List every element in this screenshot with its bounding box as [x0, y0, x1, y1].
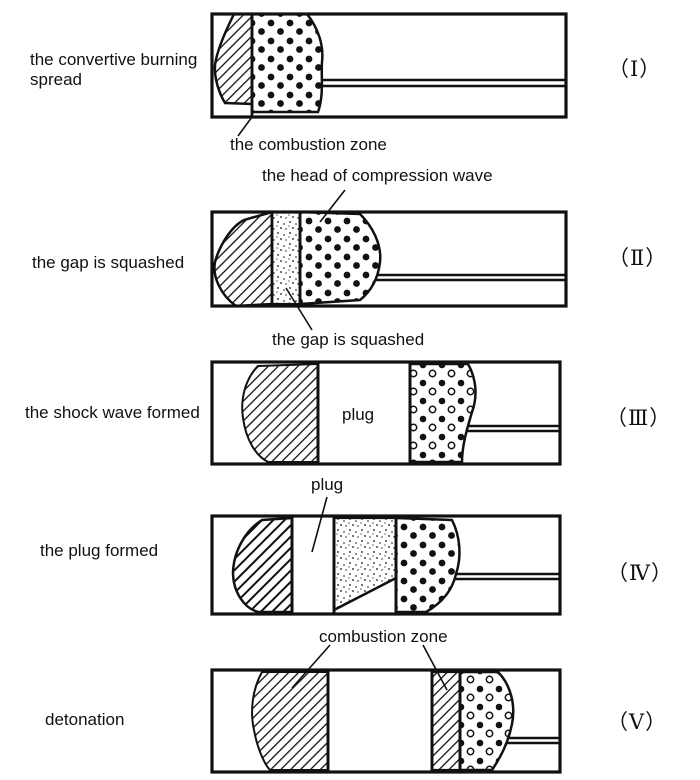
stage-2-powder-front — [298, 210, 382, 306]
plug-label-stage-3: plug — [342, 405, 375, 424]
stage-1-tube — [210, 12, 568, 137]
stage-2-tube — [210, 189, 568, 331]
stage-2-numeral: （Ⅱ） — [608, 246, 668, 270]
stage-2-compression-gap — [270, 210, 302, 306]
combustion-zone-annotation: the combustion zone — [230, 135, 387, 154]
stage-3-powder-front — [408, 362, 477, 464]
compression-head-annotation: the head of compression wave — [262, 166, 493, 185]
stage-4-compressed-layer — [332, 516, 398, 612]
stage-3-label: the shock wave formed — [25, 403, 200, 422]
stage-2-frame — [210, 210, 568, 308]
gap-squashed-annotation: the gap is squashed — [272, 330, 425, 349]
stage-2-label: the gap is squashed — [32, 253, 185, 272]
stage-5-burnt-region — [251, 671, 329, 771]
stage-4-tube — [210, 496, 562, 616]
stage-3-numeral: （Ⅲ） — [606, 406, 672, 430]
stage-1-powder-front — [250, 12, 324, 114]
stage-3-burnt-region — [241, 362, 319, 463]
stage-5-frame — [210, 668, 562, 774]
plug-label-stage-4: plug — [311, 475, 344, 494]
stage-4-frame — [210, 514, 562, 616]
stage-3-tube — [210, 360, 562, 466]
stage-1-burnt-region — [213, 12, 254, 106]
stage-5-label: detonation — [45, 710, 125, 729]
stage-4-label: the plug formed — [40, 541, 159, 560]
stage-3-frame — [210, 360, 562, 466]
stage-5-powder-front — [458, 670, 515, 772]
stage-2-burnt-region — [213, 210, 274, 308]
stage-4-numeral: （Ⅳ） — [607, 561, 673, 585]
stage-4-burnt-region — [231, 516, 294, 614]
stage-1-frame — [210, 12, 568, 119]
combustion-zone-annotation-5: combustion zone — [319, 627, 448, 646]
stage-5-numeral: （Ⅴ） — [607, 710, 668, 734]
stage-4-powder-front — [394, 516, 461, 614]
stage-1-numeral: （Ⅰ） — [608, 57, 662, 81]
stage-1-label: the convertive burning spread — [30, 50, 198, 89]
stage-5-tube — [210, 644, 562, 774]
